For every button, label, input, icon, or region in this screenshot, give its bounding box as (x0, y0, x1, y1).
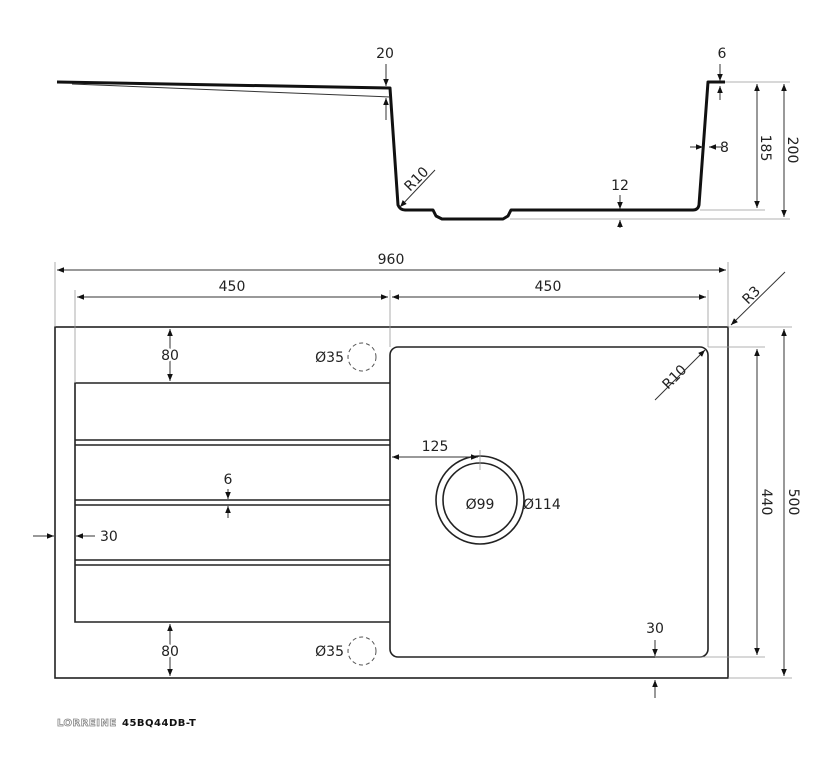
dim-rib-gap: 6 (224, 472, 233, 488)
dim-waste-outer: Ø114 (523, 497, 561, 513)
dim-bowl-depth: 440 (758, 489, 774, 516)
dim-bowl-radius: R10 (660, 362, 691, 393)
dim-outer-radius: R3 (740, 283, 764, 307)
dim-waste-offset: 125 (422, 439, 449, 455)
dim-lip: 6 (718, 46, 727, 62)
sink-outline (54, 326, 729, 679)
dim-tap-hole-top: Ø35 (315, 350, 344, 366)
dim-bottom-step: 12 (611, 178, 629, 194)
dim-bowl-depth: 185 (757, 135, 773, 162)
bowl-outline (389, 346, 709, 658)
dim-total-depth: 200 (784, 137, 800, 164)
dim-drainer-width: 450 (219, 279, 246, 295)
dim-tap-hole-bottom: Ø35 (315, 644, 344, 660)
section-view: 20 6 8 185 200 12 R10 (56, 46, 800, 228)
dim-overall-width: 960 (378, 252, 405, 268)
drainer-underside (71, 83, 391, 98)
drainer-area (74, 382, 390, 623)
dim-rim-thickness: 20 (376, 46, 394, 62)
dim-bowl-bottom-margin: 30 (646, 621, 664, 637)
dim-bowl-width: 450 (535, 279, 562, 295)
brand-label: LORREINE 45BQ44DB-T (57, 718, 196, 730)
drainer-ribs (75, 439, 390, 566)
dim-edge-offset: 30 (100, 529, 118, 545)
dim-wall: 8 (720, 140, 729, 156)
dim-corner-radius: R10 (402, 164, 433, 195)
dim-waste-inner: Ø99 (466, 497, 495, 513)
tap-hole-top (347, 342, 377, 372)
dim-bottom-margin: 80 (161, 644, 179, 660)
plan-view: 960 450 450 500 440 80 80 6 30 125 Ø99 Ø… (33, 252, 801, 698)
tap-hole-bottom (347, 636, 377, 666)
model-number: 45BQ44DB-T (122, 718, 196, 729)
dim-overall-depth: 500 (785, 489, 801, 516)
brand-name: LORREINE (57, 718, 117, 729)
dim-top-margin: 80 (161, 348, 179, 364)
sink-profile (56, 80, 725, 221)
